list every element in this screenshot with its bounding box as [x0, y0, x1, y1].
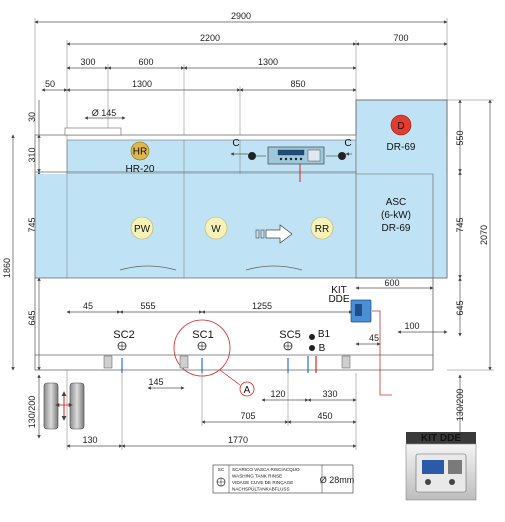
pw-badge-icon [130, 216, 154, 240]
b1-label: B1 [318, 329, 331, 340]
w-badge-icon [204, 216, 228, 240]
hr-badge-label: HR [133, 147, 147, 158]
control-panel-area: C C [230, 138, 352, 182]
dr-model-label: DR-69 [387, 142, 416, 153]
lower-dimensions: 145 120 330 705 450 130 1770 [66, 370, 357, 450]
callout-a-label: A [244, 385, 251, 396]
c-left-label: C [232, 138, 239, 149]
kit-panel-title: KIT DDE [421, 433, 461, 444]
d-badge-label: D [397, 121, 404, 132]
drain-row-dimensions: 45 555 1255 [66, 301, 353, 314]
kit-dde-connection: KIT DDE [328, 285, 392, 396]
dim-130-200-right: 130/200 [455, 389, 465, 422]
dim-145-lower: 145 [148, 377, 163, 387]
drain-sc2-icon [117, 341, 127, 351]
dim-diameter-145: Ø 145 [92, 108, 117, 118]
kit-label-line1: KIT [331, 285, 347, 296]
w-label: W [211, 224, 221, 235]
asc-label-line3: DR-69 [382, 223, 411, 234]
legend-box: SC SCARICO VASCA RISCIACQUO WASHING TANK… [212, 464, 355, 494]
legend-line1: SCARICO VASCA RISCIACQUO [232, 467, 300, 472]
dryer-unit: D DR-69 ASC (6-kW) DR-69 [381, 114, 416, 234]
foot-icon [341, 355, 351, 369]
dim-745-left: 745 [27, 217, 37, 232]
legend-line3: VIDAGE CUVE DE RINÇAGE [232, 480, 293, 485]
top-dimensions: 2900 2200 700 300 600 1300 50 1300 850 [34, 11, 448, 135]
connection-c-right-icon [338, 152, 346, 160]
dim-705: 705 [240, 411, 255, 421]
foot-icon [179, 355, 189, 369]
dim-50: 50 [45, 79, 55, 89]
b-label: B [319, 343, 326, 354]
legend-code: SC [218, 467, 225, 472]
dim-1770: 1770 [228, 435, 248, 445]
dim-1255: 1255 [252, 301, 272, 311]
dim-120: 120 [270, 389, 285, 399]
foot-icon [103, 355, 113, 369]
dim-550: 550 [455, 130, 465, 145]
dim-100: 100 [404, 321, 419, 331]
dim-330: 330 [322, 389, 337, 399]
dim-600: 600 [138, 57, 153, 67]
dim-45-left: 45 [83, 301, 93, 311]
dim-450: 450 [317, 411, 332, 421]
legend-diameter: Ø 28mm [320, 475, 355, 485]
drain-connections: SC2 SC1 A SC5 B1 B [103, 319, 351, 397]
leg-icon [43, 382, 59, 430]
dim-2900: 2900 [231, 11, 251, 21]
rr-label: RR [315, 224, 329, 235]
dim-30: 30 [27, 112, 37, 122]
legend-line4: NACHSPÜLTANKABFLUSS [232, 486, 290, 492]
dim-2200: 2200 [200, 33, 220, 43]
dim-300: 300 [80, 57, 95, 67]
legend-drain-icon [216, 477, 226, 487]
dim-645-left: 645 [27, 310, 37, 325]
rr-badge-icon [310, 216, 334, 240]
dim-130-lower: 130 [82, 435, 97, 445]
dim-645-right: 645 [455, 300, 465, 315]
connection-c-left-icon [248, 152, 256, 160]
asc-label-line2: (6-kW) [381, 210, 411, 221]
dim-45-right: 45 [369, 333, 379, 343]
dim-600-right: 600 [384, 278, 399, 288]
pw-label: PW [134, 224, 151, 235]
hr-unit: HR HR-20 [126, 141, 155, 175]
adjustable-legs-detail [43, 382, 85, 430]
kit-label-line2: DDE [328, 294, 349, 305]
dim-130-200-left: 130/200 [27, 396, 37, 429]
dim-850: 850 [290, 79, 305, 89]
hr-badge-icon [130, 141, 150, 161]
direction-arrow-icon [255, 224, 293, 244]
valve-b1-icon [309, 334, 315, 340]
zone-badges: PW W RR [130, 216, 334, 244]
dim-555: 555 [140, 301, 155, 311]
dim-700: 700 [393, 33, 408, 43]
dim-1300-second: 1300 [132, 79, 152, 89]
right-lower-dimensions: 600 100 45 [355, 278, 448, 346]
c-right-label: C [344, 138, 351, 149]
sc2-label: SC2 [113, 329, 134, 341]
kit-dde-panel: KIT DDE [405, 432, 477, 501]
valve-b-icon [309, 345, 315, 351]
sc1-label: SC1 [192, 329, 213, 341]
sc5-label: SC5 [279, 329, 300, 341]
right-dimensions: 550 745 645 2070 130/200 [447, 99, 494, 439]
leg-icon [69, 382, 85, 430]
callout-a-icon [239, 381, 255, 397]
left-dimensions: 1860 30 310 745 645 130/200 [2, 100, 41, 439]
drain-sc5-icon [283, 341, 293, 351]
dim-745-right: 745 [455, 217, 465, 232]
legend-line2: WASHING TANK RINSE [232, 474, 282, 479]
dim-2070: 2070 [479, 225, 489, 245]
dim-1300-top: 1300 [258, 57, 278, 67]
machine-body: Ø 145 [34, 99, 448, 371]
hr-model-label: HR-20 [126, 164, 155, 175]
d-badge-icon [390, 114, 412, 136]
dim-1860: 1860 [2, 258, 12, 278]
asc-label-line1: ASC [386, 197, 407, 208]
drain-sc1-icon [197, 341, 207, 351]
dim-310: 310 [27, 147, 37, 162]
